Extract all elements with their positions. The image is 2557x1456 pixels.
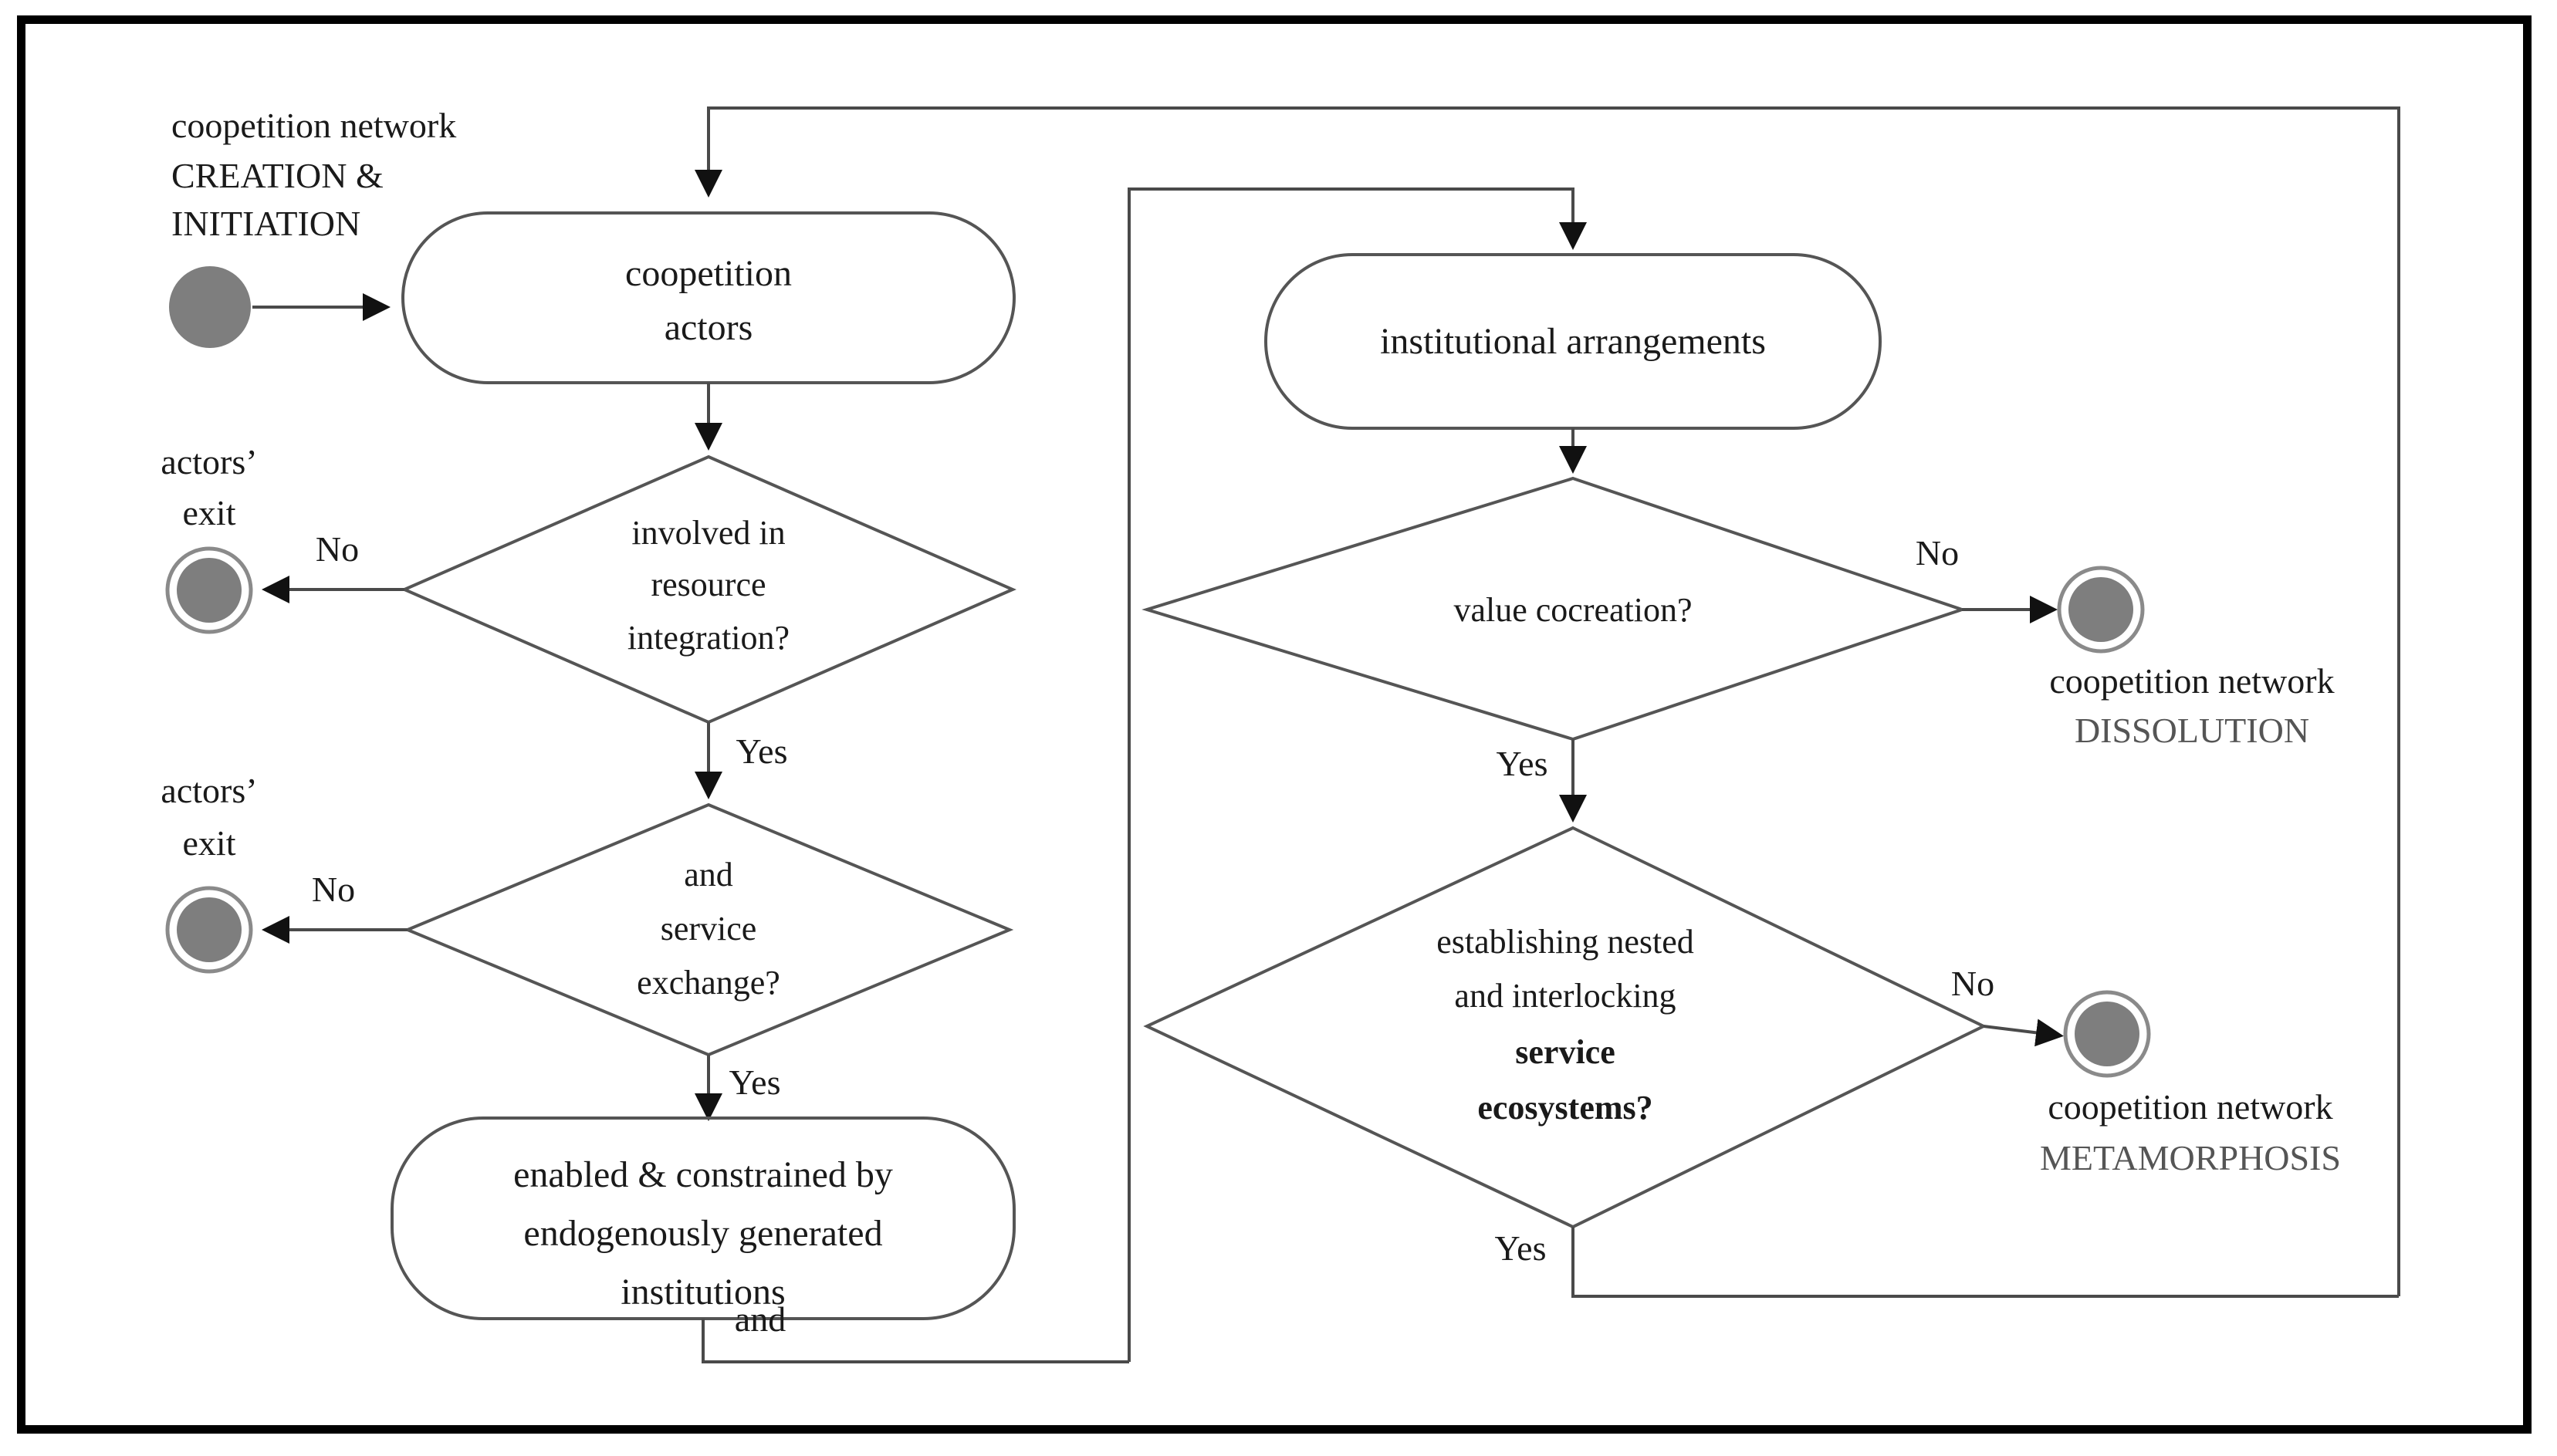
activity-institutions-line3: institutions xyxy=(621,1272,785,1312)
activity-coopetition-actors-line1: coopetition xyxy=(625,253,792,294)
decision-resource-integration-line3: integration? xyxy=(627,619,790,657)
diagram-border xyxy=(17,15,2532,1434)
edge-label-value-cocreation-yes: Yes xyxy=(1497,744,1548,783)
decision-resource-integration-line1: involved in xyxy=(631,514,785,552)
edge-label-service-ecosystems-yes: Yes xyxy=(1495,1228,1547,1268)
end-node-metamorphosis-fill xyxy=(2075,1002,2139,1066)
decision-service-exchange-line3: exchange? xyxy=(637,964,780,1002)
end-node-metamorphosis-caption-line1: coopetition network xyxy=(2048,1087,2332,1127)
decision-service-exchange-line1: and xyxy=(684,856,733,894)
edge-label-value-cocreation-no: No xyxy=(1916,533,1959,573)
decision-resource-integration-line2: resource xyxy=(651,566,766,603)
end-node-actors-exit-1-caption-line1: actors’ xyxy=(161,442,257,481)
start-caption-line3: INITIATION xyxy=(171,204,360,243)
edge-label-service-exchange-yes: Yes xyxy=(729,1062,781,1102)
edge-label-resource-integration-no: No xyxy=(316,529,359,569)
end-node-actors-exit-1-fill xyxy=(177,558,242,623)
end-node-metamorphosis-caption-line2: METAMORPHOSIS xyxy=(2040,1138,2341,1177)
decision-service-ecosystems xyxy=(1143,826,1987,1229)
edge-inner-feedback-loop xyxy=(1128,187,1587,1362)
edge-institutions-to-inner-loop xyxy=(702,1319,1129,1363)
decision-service-ecosystems-line3: service xyxy=(1515,1033,1615,1071)
edge-label-service-ecosystems-no: No xyxy=(1951,964,1994,1003)
end-node-dissolution-caption-line2: DISSOLUTION xyxy=(2075,711,2309,750)
end-node-dissolution-caption-line1: coopetition network xyxy=(2049,661,2334,701)
decision-service-ecosystems-line2: and interlocking xyxy=(1454,977,1676,1015)
end-node-actors-exit-2-caption-line1: actors’ xyxy=(161,771,257,810)
end-node-actors-exit-2-fill xyxy=(177,897,242,962)
start-caption-line1: coopetition network xyxy=(171,106,456,145)
start-caption-line2: CREATION & xyxy=(171,156,384,195)
edge-service-ecosystems-yes xyxy=(1571,1227,2399,1298)
end-node-dissolution-fill xyxy=(2068,577,2133,642)
edge-label-resource-integration-yes: Yes xyxy=(736,731,788,771)
edge-label-service-exchange-no: No xyxy=(312,870,355,909)
activity-coopetition-actors-line2: actors xyxy=(665,307,753,348)
start-node-circle xyxy=(169,266,251,348)
end-node-metamorphosis-ring xyxy=(2063,990,2151,1078)
end-node-actors-exit-1-caption-line2: exit xyxy=(183,493,236,532)
end-node-dissolution-ring xyxy=(2057,566,2145,654)
decision-value-cocreation-line1: value cocreation? xyxy=(1453,591,1692,629)
end-node-actors-exit-2-ring xyxy=(165,886,253,974)
decision-service-ecosystems-line4: ecosystems? xyxy=(1477,1089,1652,1127)
activity-institutional-arrangements-line1: institutional arrangements xyxy=(1380,321,1766,362)
edge-outer-feedback-loop xyxy=(695,106,2400,1296)
decision-service-ecosystems-line1: establishing nested xyxy=(1436,923,1694,961)
activity-coopetition-actors xyxy=(401,211,1016,384)
end-node-actors-exit-2-caption-line2: exit xyxy=(183,823,236,863)
activity-institutions-line2: endogenously generated xyxy=(523,1213,882,1254)
edge-service-ecosystems-no xyxy=(1983,1019,2064,1047)
activity-institutions-line1: enabled & constrained by xyxy=(513,1154,893,1195)
end-node-actors-exit-1-ring xyxy=(165,546,253,634)
edge-label-and: and xyxy=(735,1299,786,1339)
decision-service-exchange-line2: service xyxy=(661,910,757,948)
